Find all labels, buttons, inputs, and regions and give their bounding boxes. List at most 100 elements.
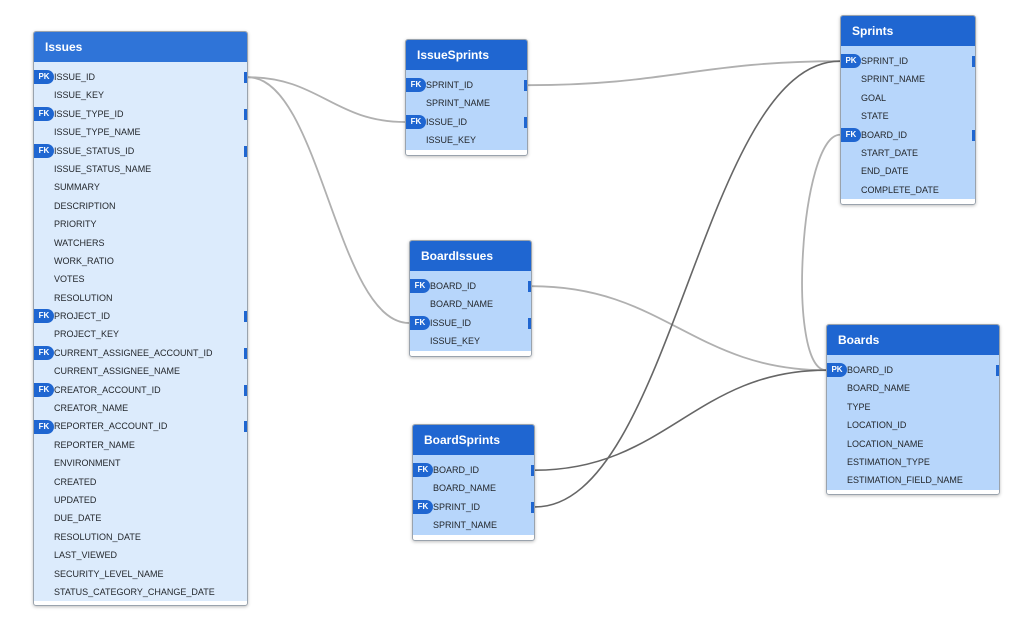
column-row[interactable]: ENVIRONMENT (34, 454, 247, 472)
column-row[interactable]: LOCATION_NAME (827, 435, 999, 453)
column-row[interactable]: VOTES (34, 270, 247, 288)
connector-port-icon[interactable] (972, 56, 975, 67)
column-row[interactable]: CREATED (34, 473, 247, 491)
column-row[interactable]: ESTIMATION_FIELD_NAME (827, 471, 999, 489)
column-row[interactable]: ISSUE_KEY (410, 332, 531, 350)
column-name: REPORTER_NAME (54, 439, 135, 450)
column-name: DUE_DATE (54, 513, 102, 524)
column-name: SPRINT_ID (426, 80, 474, 90)
column-row[interactable]: CREATOR_NAME (34, 399, 247, 417)
column-row[interactable]: DESCRIPTION (34, 197, 247, 215)
column-row[interactable]: DUE_DATE (34, 509, 247, 527)
column-row[interactable]: START_DATE (841, 144, 975, 162)
column-row[interactable]: SECURITY_LEVEL_NAME (34, 565, 247, 583)
column-row[interactable]: STATUS_CATEGORY_CHANGE_DATE (34, 583, 247, 601)
column-name: BOARD_ID (847, 365, 894, 375)
column-row[interactable]: BOARD_NAME (827, 379, 999, 397)
connector-port-icon[interactable] (244, 72, 247, 83)
connector-port-icon[interactable] (244, 108, 247, 120)
connector-port-icon[interactable] (244, 421, 247, 433)
key-badge-icon: PK (841, 54, 861, 69)
key-badge-icon: FK (413, 463, 433, 478)
column-row[interactable]: SPRINT_NAME (406, 94, 527, 112)
connector-port-icon[interactable] (244, 384, 247, 396)
column-name: STATUS_CATEGORY_CHANGE_DATE (54, 586, 215, 597)
column-name: GOAL (861, 92, 887, 103)
column-row[interactable]: ISSUE_TYPE_NAME (34, 123, 247, 141)
table-boards-title[interactable]: Boards (827, 325, 999, 355)
column-name: SECURITY_LEVEL_NAME (54, 568, 164, 579)
connector-port-icon[interactable] (524, 116, 527, 128)
column-row[interactable]: ISSUE_KEY (406, 131, 527, 149)
table-board-sprints-title[interactable]: BoardSprints (413, 425, 534, 455)
column-row[interactable]: ISSUE_STATUS_NAME (34, 160, 247, 178)
column-row[interactable]: SPRINT_NAME (841, 70, 975, 88)
column-row[interactable]: LOCATION_ID (827, 416, 999, 434)
column-row[interactable]: TYPE (827, 398, 999, 416)
column-row[interactable]: BOARD_NAME (413, 479, 534, 497)
column-row[interactable]: ESTIMATION_TYPE (827, 453, 999, 471)
column-row[interactable]: REPORTER_NAME (34, 436, 247, 454)
key-badge-icon: FK (406, 78, 426, 93)
column-row[interactable]: PROJECT_KEY (34, 325, 247, 343)
column-row[interactable]: CURRENT_ASSIGNEE_NAME (34, 362, 247, 380)
column-name: ISSUE_ID (54, 72, 96, 82)
column-name: SUMMARY (54, 182, 100, 193)
connector-port-icon[interactable] (528, 281, 531, 292)
connector-port-icon[interactable] (531, 465, 534, 476)
column-row[interactable]: RESOLUTION (34, 289, 247, 307)
table-board-issues-title[interactable]: BoardIssues (410, 241, 531, 271)
connector-port-icon[interactable] (244, 311, 247, 323)
column-row[interactable]: COMPLETE_DATE (841, 181, 975, 199)
column-row[interactable]: RESOLUTION_DATE (34, 528, 247, 546)
column-name: CREATED (54, 476, 97, 487)
column-row[interactable]: PRIORITY (34, 215, 247, 233)
column-row[interactable]: SPRINT_NAME (413, 516, 534, 534)
connector-port-icon[interactable] (531, 501, 534, 513)
connector-port-icon[interactable] (972, 129, 975, 141)
column-name: BOARD_NAME (430, 299, 494, 310)
column-row[interactable]: END_DATE (841, 162, 975, 180)
column-row[interactable]: LAST_VIEWED (34, 546, 247, 564)
column-row[interactable]: STATE (841, 107, 975, 125)
connector-port-icon[interactable] (996, 365, 999, 376)
column-name: END_DATE (861, 166, 909, 177)
connector-port-icon[interactable] (528, 317, 531, 329)
column-row[interactable]: BOARD_NAME (410, 295, 531, 313)
connector-port-icon[interactable] (524, 80, 527, 91)
column-name: PRIORITY (54, 219, 97, 230)
column-row[interactable]: WORK_RATIO (34, 252, 247, 270)
connector-port-icon[interactable] (244, 347, 247, 359)
connector-port-icon[interactable] (244, 145, 247, 157)
column-row[interactable]: SUMMARY (34, 178, 247, 196)
table-sprints-title[interactable]: Sprints (841, 16, 975, 46)
column-row[interactable]: ISSUE_KEY (34, 86, 247, 104)
column-row[interactable]: WATCHERS (34, 234, 247, 252)
column-row[interactable]: UPDATED (34, 491, 247, 509)
table-issue-sprints-title[interactable]: IssueSprints (406, 40, 527, 70)
column-row[interactable]: GOAL (841, 89, 975, 107)
table-issues-title[interactable]: Issues (34, 32, 247, 62)
